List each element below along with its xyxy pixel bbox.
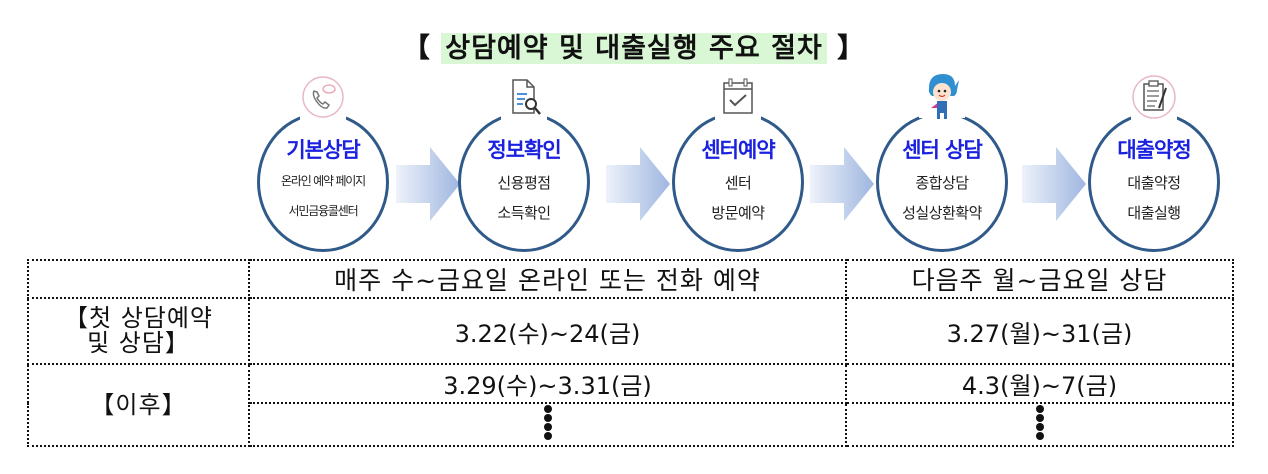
step-detail: 온라인 예약 페이지 (281, 174, 366, 188)
step-detail: 대출실행 (1127, 204, 1181, 222)
step-detail: 센터 (724, 174, 752, 192)
consultation-dates: 4.3(월)~7(금) (845, 363, 1234, 404)
title-close-bracket: 】 (837, 33, 866, 64)
document-search-icon (501, 74, 547, 120)
step-detail: 대출약정 (1127, 174, 1181, 192)
vertical-ellipsis-icon (543, 404, 552, 441)
step-center-reservation: 센터예약 센터 방문예약 (672, 74, 808, 252)
step-title: 센터예약 (701, 138, 775, 162)
table-header-row: 매주 수~금요일 온라인 또는 전화 예약 다음주 월~금요일 상담 (27, 259, 1234, 299)
continuation-cell (845, 402, 1234, 447)
arrow-right-icon (810, 147, 874, 221)
vertical-ellipsis-icon (1035, 404, 1044, 441)
step-detail: 신용평점 (497, 174, 551, 192)
step-detail: 방문예약 (711, 204, 765, 222)
step-loan-agreement: 대출약정 대출약정 대출실행 (1088, 74, 1224, 252)
row-label-first: 【첫 상담예약 및 상담】 (27, 297, 250, 365)
arrow-right-icon (1022, 147, 1086, 221)
header-cell-reservation: 매주 수~금요일 온라인 또는 전화 예약 (248, 259, 847, 299)
calendar-check-icon (715, 74, 761, 120)
title-text: 상담예약 및 대출실행 주요 절차 (441, 33, 827, 64)
clipboard-pen-icon (1131, 74, 1177, 120)
arrow-right-icon (606, 147, 670, 221)
step-info-check: 정보확인 신용평점 소득확인 (458, 74, 594, 252)
reservation-dates: 3.29(수)~3.31(금) (248, 363, 847, 404)
table-row-continuation (28, 402, 1234, 447)
row-label-after: 【이후】 (27, 363, 250, 447)
row-label-line: 및 상담】 (87, 329, 190, 357)
row-label-line: 【첫 상담예약 (63, 304, 214, 332)
phone-chat-icon (300, 74, 346, 120)
step-center-consultation: 센터 상담 종합상담 성실상환확약 (876, 72, 1012, 252)
continuation-cell (248, 402, 847, 447)
page-title: 【 상담예약 및 대출실행 주요 절차 】 (0, 26, 1268, 65)
step-basic-consultation: 기본상담 온라인 예약 페이지 서민금융콜센터 (257, 74, 393, 252)
schedule-table: 매주 수~금요일 온라인 또는 전화 예약 다음주 월~금요일 상담 【첫 상담… (27, 259, 1234, 447)
reservation-dates: 3.22(수)~24(금) (248, 297, 847, 365)
arrow-right-icon (396, 147, 460, 221)
table-row: 【첫 상담예약 및 상담】 3.22(수)~24(금) 3.27(월)~31(금… (27, 297, 1234, 365)
step-detail: 소득확인 (497, 204, 551, 222)
step-title: 기본상담 (286, 138, 360, 162)
step-detail: 성실상환확약 (902, 204, 982, 222)
step-title: 정보확인 (487, 138, 561, 162)
title-open-bracket: 【 (402, 33, 431, 64)
step-title: 센터 상담 (902, 138, 983, 162)
consultation-dates: 3.27(월)~31(금) (845, 297, 1234, 365)
table-row: 【이후】 3.29(수)~3.31(금) 4.3(월)~7(금) (27, 363, 1234, 447)
step-circle (672, 112, 804, 252)
step-detail: 서민금융콜센터 (288, 204, 359, 218)
step-title: 대출약정 (1117, 138, 1191, 162)
header-cell-empty (27, 259, 250, 299)
step-circle (458, 112, 590, 252)
mascot-icon (919, 72, 965, 119)
header-cell-consultation: 다음주 월~금요일 상담 (845, 259, 1234, 299)
step-detail: 종합상담 (915, 174, 969, 192)
